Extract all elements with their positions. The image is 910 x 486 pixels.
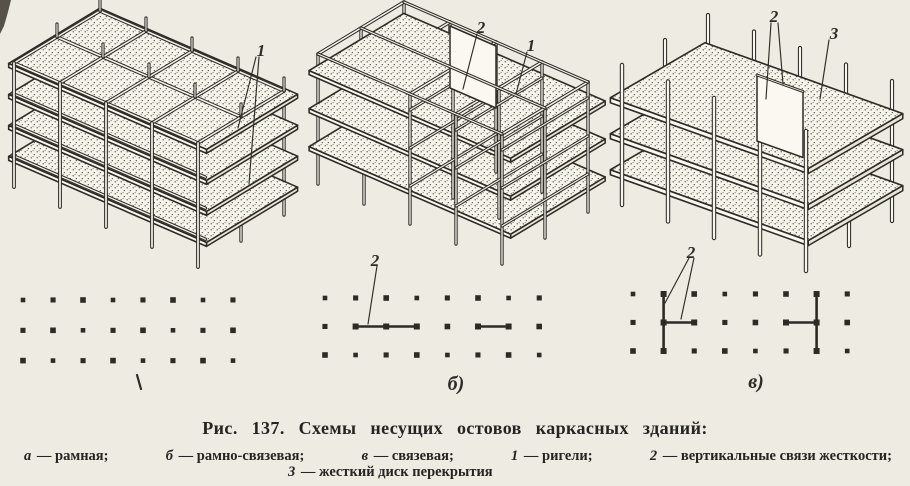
- figure-caption-title: Рис. 137. Схемы несущих остовов каркасны…: [202, 418, 708, 438]
- legend-item-б: б — рамно-связевая;: [165, 448, 305, 464]
- plan-column-dot: [660, 348, 667, 354]
- plan-column-dot: [660, 319, 667, 326]
- plan-column-dot: [813, 348, 820, 354]
- plan-column-dot: [170, 358, 176, 364]
- plan-column-dot: [722, 348, 728, 354]
- plan-column-dot: [322, 295, 328, 301]
- plan-column-dot: [170, 297, 176, 303]
- plan-column-dot: [80, 328, 86, 333]
- plan-column-dot: [444, 323, 451, 330]
- plan-column-dot: [844, 291, 850, 297]
- plan-column-dot: [383, 323, 390, 330]
- plan-column-dot: [753, 348, 758, 354]
- building-v: [609, 12, 904, 274]
- plan-column-dot: [844, 319, 850, 326]
- plan-column-dot: [506, 295, 511, 301]
- plan-column-dot: [844, 348, 850, 354]
- plan-column-dot: [505, 352, 512, 358]
- plan-column-dot: [80, 297, 86, 303]
- plan-column-dot: [80, 358, 86, 364]
- plan-column-dot: [230, 297, 236, 303]
- plan-column-dot: [383, 352, 389, 358]
- plan-column-dot: [322, 352, 328, 358]
- plan-column-dot: [475, 352, 481, 358]
- callout-2-b: 2: [476, 18, 486, 37]
- plan-column-dot: [20, 327, 26, 333]
- plan-column-dot: [630, 291, 636, 297]
- plan-column-dot: [691, 348, 697, 354]
- plan-column-dot: [170, 328, 176, 333]
- plan-column-dot: [813, 319, 820, 326]
- plan-column-dot: [475, 323, 481, 330]
- plan-column-dot: [140, 297, 146, 303]
- plan-column-dot: [200, 297, 206, 303]
- building-a: [7, 0, 299, 269]
- plan-column-dot: [50, 297, 56, 303]
- plan-column-dot: [752, 291, 758, 297]
- plan-column-dot: [722, 291, 728, 297]
- plan-column-dot: [536, 295, 542, 301]
- plan-column-dot: [20, 357, 26, 364]
- plan-column-dot: [50, 358, 56, 363]
- plan-column-dot: [140, 327, 146, 334]
- plan-column-dot: [691, 319, 698, 326]
- legend-item-3: 3 — жесткий диск перекрытия: [288, 464, 493, 480]
- plan-column-dot: [630, 348, 636, 354]
- plan-column-dot: [660, 291, 667, 297]
- plan-column-dot: [110, 327, 116, 333]
- callout-1-a: 1: [257, 41, 266, 60]
- plan-column-dot: [353, 295, 359, 301]
- plan-column-dot: [536, 323, 542, 330]
- plan-column-dot: [630, 319, 636, 325]
- plan-column-dot: [445, 352, 450, 358]
- plan-column-dot: [783, 348, 789, 354]
- plan-column-dot: [200, 357, 206, 364]
- building-b: [308, 0, 606, 266]
- plan-column-dot: [444, 295, 450, 301]
- callout-3-v: 3: [829, 24, 839, 43]
- plan-column-dot: [813, 291, 820, 297]
- plan-column-dot: [475, 295, 481, 301]
- plan-column-dot: [110, 357, 116, 364]
- plan-column-dot: [691, 291, 697, 297]
- plan-column-dot: [353, 352, 358, 358]
- plan-column-dot: [413, 323, 420, 330]
- plan-column-dot: [230, 327, 236, 334]
- callout-2-plan-b: 2: [370, 251, 380, 270]
- figure-legend-line1: а — рамная; б — рамно-связевая; в — связев…: [24, 448, 892, 465]
- legend-item-в: в — связевая;: [361, 448, 454, 464]
- callout-1-b: 1: [527, 36, 536, 55]
- plan-column-dot: [140, 358, 146, 363]
- plan-column-dot: [200, 327, 206, 333]
- legend-item-2: 2 — вертикальные связи жесткости;: [649, 448, 892, 464]
- plan-column-dot: [783, 291, 789, 297]
- callout-2-plan-v: 2: [686, 243, 696, 262]
- plan-column-dot: [230, 358, 236, 363]
- plan-column-dot: [505, 323, 512, 330]
- callout-2-v: 2: [769, 7, 779, 26]
- figure-legend-line2: 3 — жесткий диск перекрытия: [288, 464, 493, 481]
- plan-column-dot: [536, 352, 542, 358]
- plan-a: [20, 297, 236, 364]
- plan-column-dot: [50, 327, 56, 334]
- plan-column-dot: [322, 323, 328, 329]
- plan-column-dot: [383, 295, 389, 301]
- plan-column-dot: [752, 319, 759, 326]
- plan-column-dot: [722, 319, 728, 325]
- plan-column-dot: [414, 295, 420, 301]
- plan-column-dot: [352, 323, 359, 330]
- plan-column-dot: [783, 319, 789, 326]
- plan-b: [322, 295, 542, 358]
- legend-item-1: 1 — ригели;: [511, 448, 593, 464]
- plan-v: [630, 291, 850, 354]
- legend-item-а: а — рамная;: [24, 448, 109, 464]
- plan-column-dot: [20, 297, 26, 303]
- plan-column-dot: [110, 297, 116, 303]
- panel-letter-b: б): [448, 373, 465, 395]
- panel-letter-v: в): [748, 371, 764, 393]
- scan-artifact: [0, 0, 143, 391]
- plan-column-dot: [414, 352, 420, 358]
